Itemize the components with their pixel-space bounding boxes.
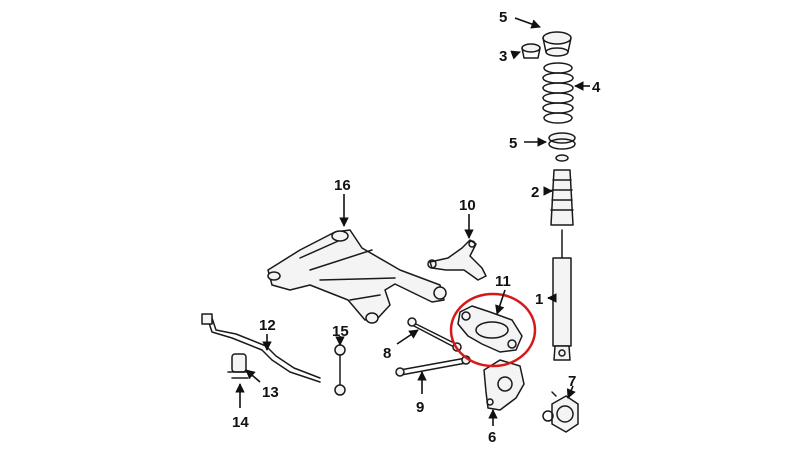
upper-mount-part — [542, 31, 572, 57]
callout-5-top: 5 — [499, 9, 541, 29]
callout-4: 4 — [574, 79, 601, 96]
callout-5-lower: 5 — [509, 135, 547, 152]
svg-text:3: 3 — [499, 48, 507, 65]
callout-12: 12 — [259, 317, 276, 351]
highlight-ellipse — [449, 292, 537, 368]
callout-9: 9 — [416, 371, 427, 416]
callout-11: 11 — [495, 273, 511, 315]
svg-text:8: 8 — [383, 345, 391, 362]
stabilizer-link-part — [334, 344, 346, 396]
svg-text:2: 2 — [531, 184, 539, 201]
cap-part — [521, 43, 541, 59]
rear-link-part — [395, 355, 471, 377]
shock-absorber-part — [552, 229, 572, 361]
callout-15: 15 — [332, 323, 349, 346]
svg-text:7: 7 — [568, 373, 576, 390]
callout-3: 3 — [499, 48, 521, 65]
lower-control-arm-part — [457, 305, 523, 353]
lateral-link-part — [407, 317, 462, 352]
coil-spring-part — [542, 62, 574, 124]
knuckle-part — [483, 359, 525, 411]
svg-text:13: 13 — [262, 384, 279, 401]
callout-8: 8 — [383, 329, 419, 362]
upper-control-arm-part — [427, 239, 487, 281]
hub-part — [542, 391, 579, 433]
lower-seat-part — [548, 132, 576, 150]
svg-text:4: 4 — [592, 79, 601, 96]
stabilizer-bushing-part — [227, 353, 253, 379]
callout-1: 1 — [535, 291, 557, 308]
svg-text:11: 11 — [495, 273, 511, 290]
svg-text:12: 12 — [259, 317, 276, 334]
svg-text:5: 5 — [499, 9, 507, 26]
svg-text:15: 15 — [332, 323, 349, 340]
callout-7: 7 — [566, 373, 576, 399]
callout-16: 16 — [334, 177, 351, 227]
svg-text:1: 1 — [535, 291, 543, 308]
svg-text:10: 10 — [459, 197, 476, 214]
dust-boot-part — [550, 154, 574, 226]
callout-6: 6 — [488, 409, 498, 446]
svg-text:6: 6 — [488, 429, 496, 446]
callout-13: 13 — [245, 369, 279, 401]
subframe-part — [267, 229, 447, 324]
svg-text:14: 14 — [232, 414, 249, 431]
callout-14: 14 — [232, 383, 249, 431]
svg-text:9: 9 — [416, 399, 424, 416]
callout-2: 2 — [531, 184, 553, 201]
svg-text:16: 16 — [334, 177, 351, 194]
callout-10: 10 — [459, 197, 476, 239]
svg-text:5: 5 — [509, 135, 517, 152]
